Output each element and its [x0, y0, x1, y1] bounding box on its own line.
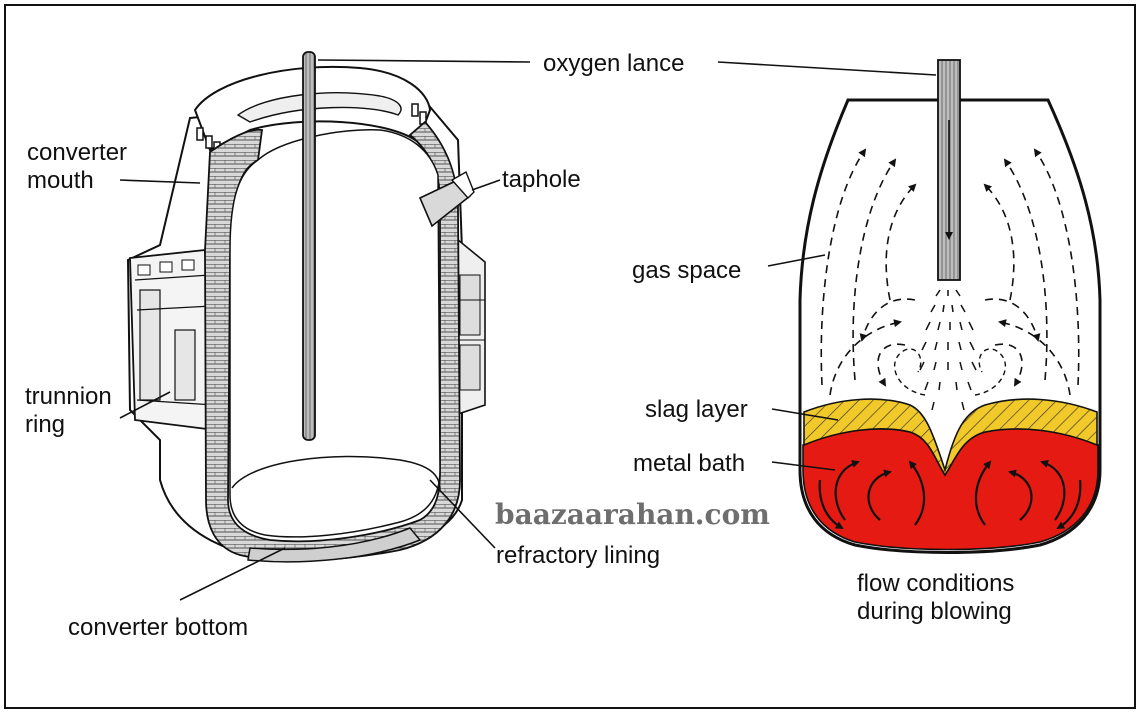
- label-trunnion-ring-line1: trunnion: [25, 383, 112, 410]
- converter-cutaway: [126, 51, 486, 563]
- taphole: [418, 170, 475, 228]
- label-metal-bath: metal bath: [633, 450, 745, 477]
- flow-diagram: [798, 59, 1102, 554]
- caption-line1: flow conditions: [857, 570, 1014, 597]
- watermark: baazaarahan.com: [495, 498, 770, 531]
- leader-oxygen-lance-right: [717, 61, 937, 76]
- leader-trunnion-ring: [119, 391, 171, 419]
- label-trunnion-ring-line2: ring: [25, 411, 65, 438]
- leader-gas-space: [767, 254, 826, 267]
- figure-border: [4, 4, 1136, 709]
- label-slag-layer: slag layer: [645, 396, 748, 423]
- converter-cavity: [229, 129, 441, 538]
- leader-converter-bottom: [179, 547, 286, 601]
- oxygen-jet: [919, 289, 977, 411]
- caption-line2: during blowing: [857, 598, 1012, 625]
- leader-refractory-lining: [429, 479, 496, 549]
- leader-metal-bath: [771, 461, 836, 471]
- label-taphole: taphole: [502, 166, 581, 193]
- trunnion-ring: [129, 233, 486, 432]
- gas-flow-arrows: [820, 148, 1080, 396]
- label-oxygen-lance: oxygen lance: [543, 50, 684, 77]
- label-converter-bottom: converter bottom: [68, 614, 248, 641]
- label-converter-mouth-line1: converter: [27, 139, 127, 166]
- leader-oxygen-lance: [317, 59, 531, 63]
- label-converter-mouth-line2: mouth: [27, 167, 94, 194]
- leader-converter-mouth: [119, 179, 201, 184]
- converter-bottom: [247, 527, 422, 563]
- oxygen-lance-left: [302, 51, 316, 441]
- label-gas-space: gas space: [632, 257, 741, 284]
- leader-taphole: [471, 179, 501, 191]
- label-refractory-lining: refractory lining: [496, 542, 660, 569]
- leader-slag-layer: [771, 408, 839, 421]
- gas-eddies: [894, 348, 1006, 396]
- metal-flow-arrows: [818, 459, 1082, 530]
